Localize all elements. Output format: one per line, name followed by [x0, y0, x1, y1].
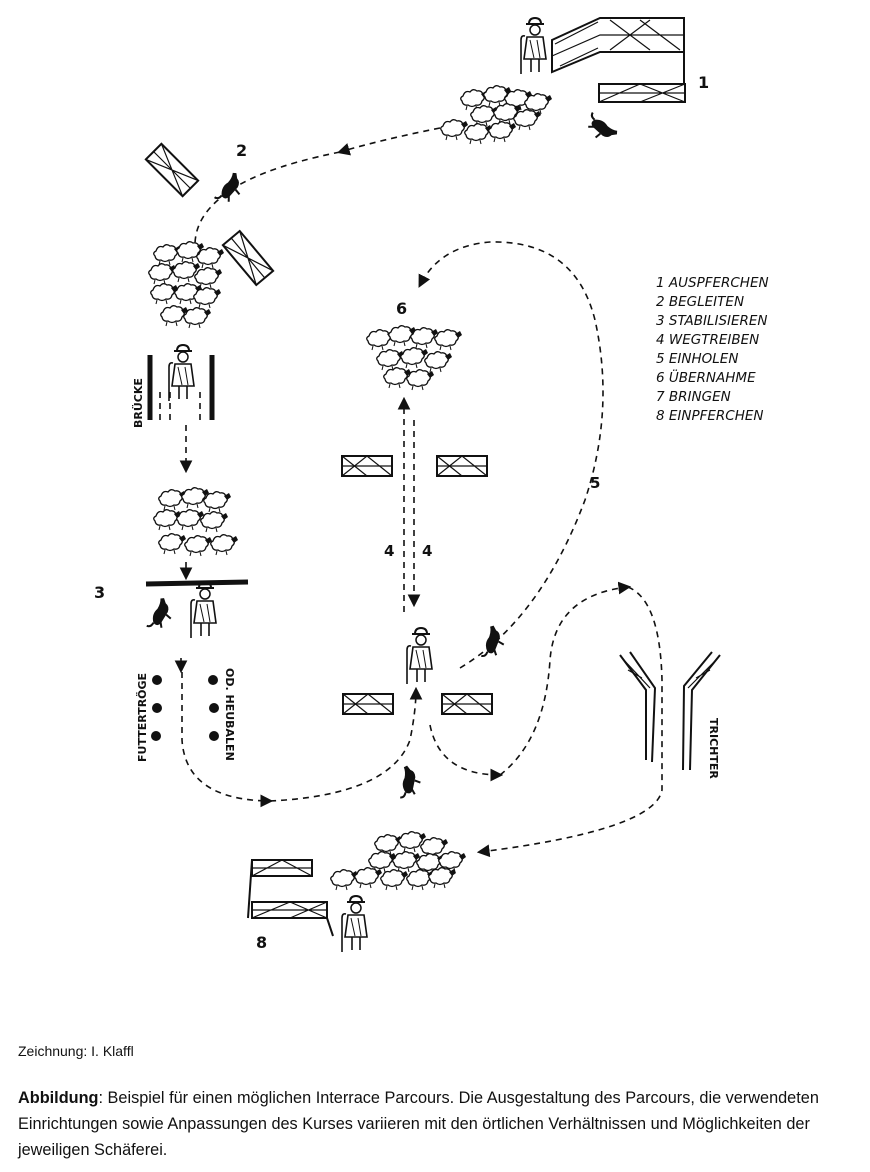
shepherd-3-icon	[190, 581, 217, 639]
step-number-6: 6	[396, 299, 407, 318]
bridge	[147, 355, 215, 422]
shepherd-bridge-icon	[168, 344, 195, 402]
route-paths	[174, 127, 663, 858]
legend-item-2: 2 BEGLEITEN	[656, 294, 744, 310]
legend-item-4: 4 WEGTREIBEN	[656, 332, 759, 348]
funnel	[619, 651, 721, 771]
dog-7-icon	[388, 763, 427, 804]
path-label-5: 5	[590, 474, 600, 492]
legend-item-7: 7 BRINGEN	[656, 389, 731, 405]
dog-5-icon	[471, 623, 511, 664]
figure-caption: Abbildung: Beispiel für einen möglichen …	[18, 1085, 863, 1163]
hurdle-top-right	[436, 455, 488, 477]
hay-label: OD. HEUBALEN	[223, 668, 236, 761]
sheep-flock-2	[148, 241, 225, 329]
legend: 1 AUSPFERCHEN 2 BEGLEITEN 3 STABILISIERE…	[656, 275, 769, 424]
sheep-flock-3	[153, 487, 239, 557]
caption-bold-label: Abbildung	[18, 1089, 99, 1107]
shepherd-1-icon	[520, 17, 547, 75]
bridge-label: BRÜCKE	[131, 378, 145, 428]
legend-item-8: 8 EINPFERCHEN	[656, 408, 764, 424]
dog-2-icon	[207, 170, 248, 208]
sheep-flock-6	[366, 325, 463, 391]
dog-3-icon	[138, 595, 179, 636]
shepherd-center-icon	[406, 627, 433, 685]
station-1-pen	[551, 17, 686, 103]
legend-item-6: 6 ÜBERNAHME	[656, 368, 756, 386]
step-number-1: 1	[698, 73, 709, 92]
step-number-3: 3	[94, 583, 105, 602]
station-2-gates	[144, 142, 275, 287]
sheep-flock-1	[440, 85, 553, 145]
path-label-4b: 4	[422, 542, 432, 560]
sheep-flock-8	[330, 831, 467, 891]
legend-item-5: 5 EINHOLEN	[656, 351, 738, 367]
station-8-pen	[247, 859, 334, 937]
funnel-label: TRICHTER	[707, 718, 720, 779]
parcours-drawing: 1 2 3 6 8 4 4 5 1 AUSPFERCHEN 2 BEGLEITE…	[94, 17, 769, 953]
step-numbers: 1 2 3 6 8 4 4 5	[94, 73, 709, 952]
caption-text: : Beispiel für einen möglichen Interrace…	[18, 1089, 819, 1159]
hurdle-bottom-right	[441, 693, 493, 715]
troughs-label: FUTTERTRÖGE	[135, 673, 149, 762]
drawing-credit: Zeichnung: I. Klaffl	[18, 1043, 134, 1059]
hurdle-top-left	[341, 455, 393, 477]
dog-1-icon	[582, 105, 620, 146]
legend-item-1: 1 AUSPFERCHEN	[656, 275, 769, 291]
shepherd-8-icon	[341, 895, 368, 953]
hurdle-bottom-left	[342, 693, 394, 715]
feed-troughs	[151, 675, 219, 741]
step-number-8: 8	[256, 933, 267, 952]
step-number-2: 2	[236, 141, 247, 160]
legend-item-3: 3 STABILISIEREN	[656, 313, 768, 329]
path-label-4a: 4	[384, 542, 394, 560]
barrier-line-3	[145, 579, 249, 587]
